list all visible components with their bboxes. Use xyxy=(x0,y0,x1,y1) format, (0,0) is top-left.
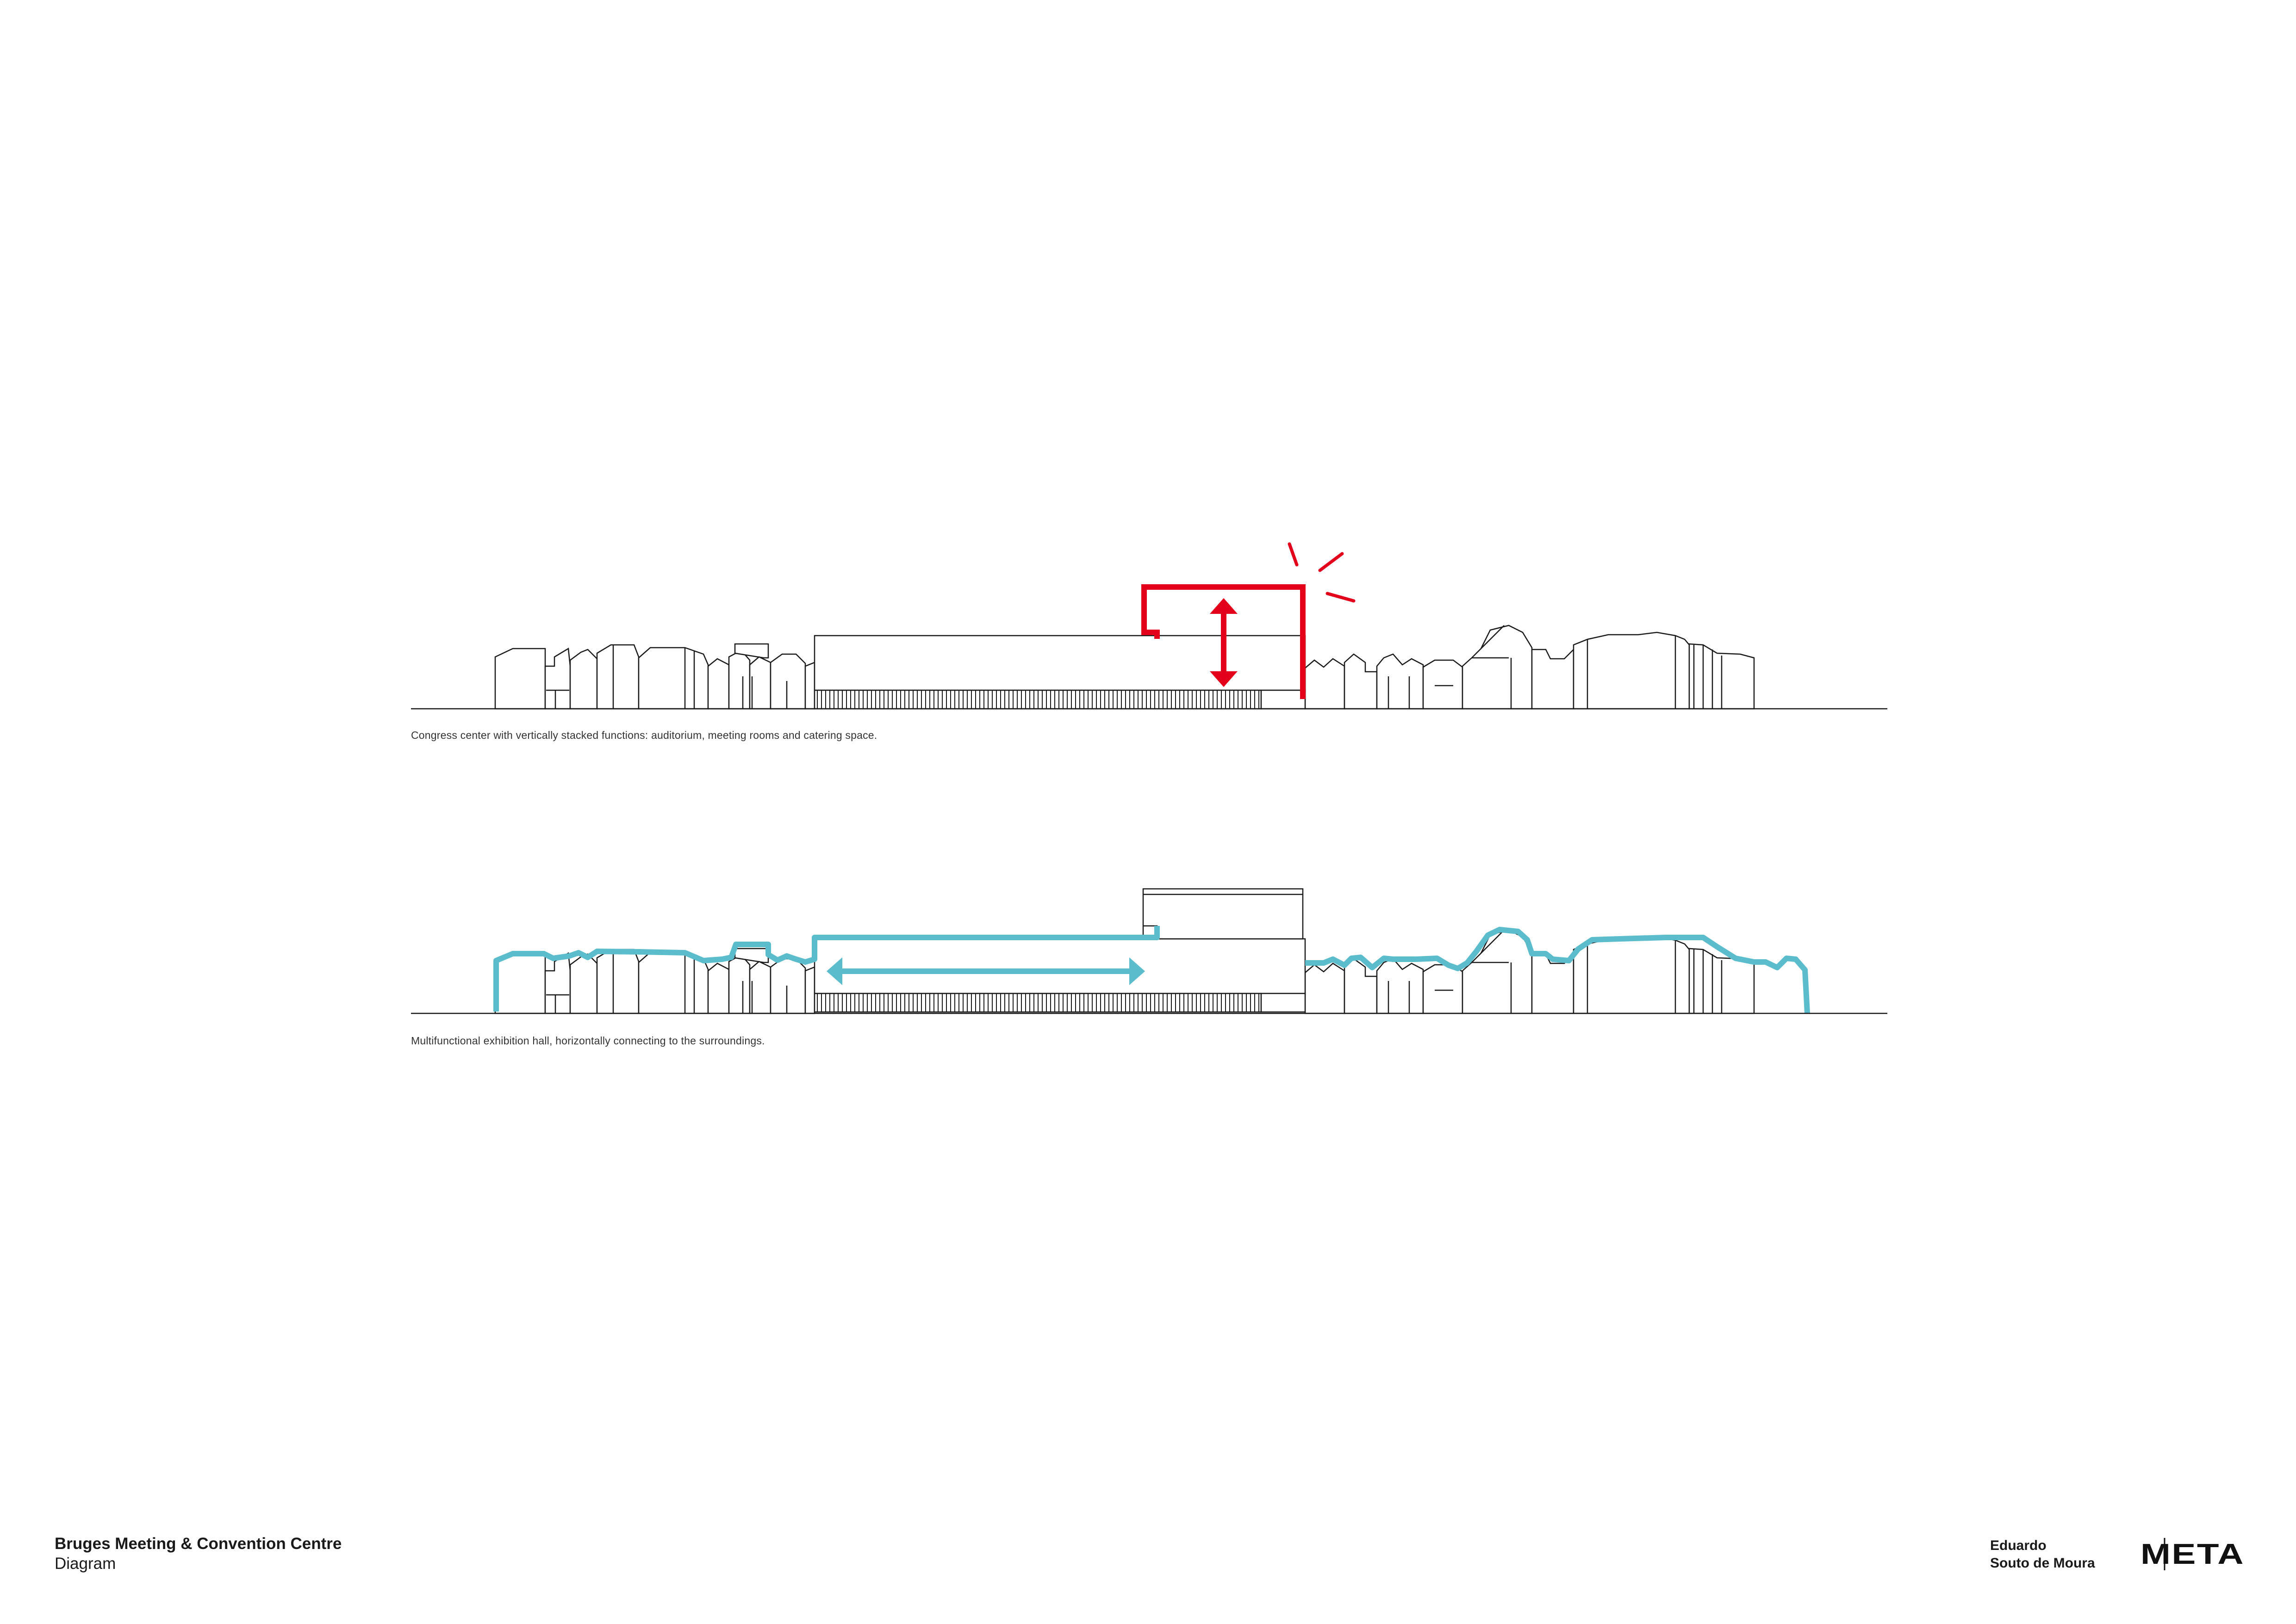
vertical-stack-outline xyxy=(1141,584,1306,699)
project-title: Bruges Meeting & Convention Centre xyxy=(55,1535,342,1553)
caption-horizontal-connection: Multifunctional exhibition hall, horizon… xyxy=(411,1035,765,1047)
section-vertical-stacking xyxy=(411,542,1887,710)
skyline-connection-outline xyxy=(493,926,1160,1012)
logo-text: META xyxy=(2140,1538,2245,1570)
double-arrow-vertical-icon xyxy=(1210,598,1238,687)
burst-lines-icon xyxy=(1288,542,1356,603)
sheet-type: Diagram xyxy=(55,1555,116,1573)
architect-first-name: Eduardo xyxy=(1990,1538,2047,1553)
architect-name: Eduardo Souto de Moura xyxy=(1990,1537,2095,1572)
architect-last-name: Souto de Moura xyxy=(1990,1555,2095,1571)
main-volume xyxy=(814,635,1306,691)
section-horizontal-connection xyxy=(411,888,1887,1014)
skyline-connection-outline-right xyxy=(1305,927,1810,1014)
double-arrow-horizontal-icon xyxy=(827,957,1145,985)
caption-vertical-stacking: Congress center with vertically stacked … xyxy=(411,729,877,741)
main-volume xyxy=(814,938,1306,994)
meta-logo: META xyxy=(2140,1538,2245,1570)
